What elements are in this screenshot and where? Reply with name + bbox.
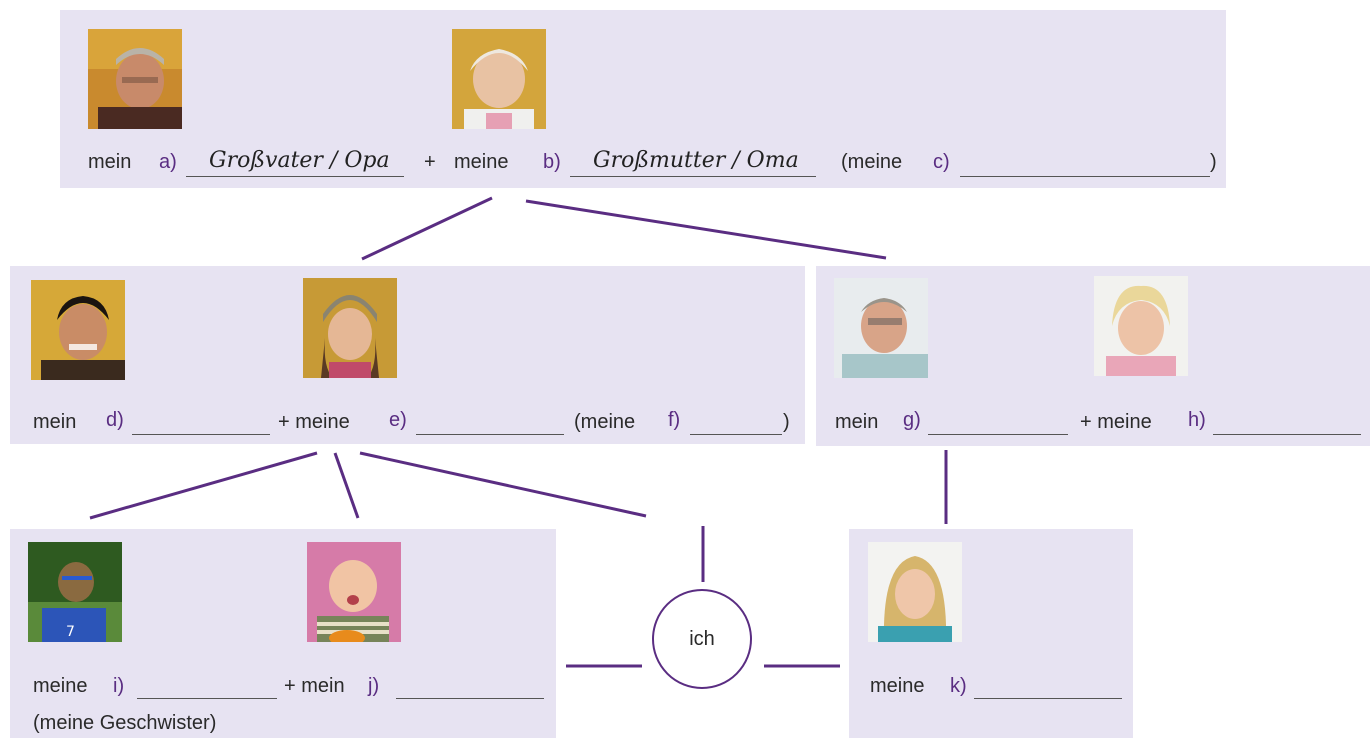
connector-parents-to-sibling-1 — [89, 451, 318, 520]
sister-photo: 7 — [28, 542, 122, 642]
meine-paren-text: (meine — [841, 151, 903, 173]
paren-close: ) — [783, 411, 790, 433]
label-i: i) — [113, 675, 125, 697]
answer-field-h[interactable] — [1213, 408, 1361, 435]
label-j: j) — [368, 675, 380, 697]
meine-text: meine — [870, 675, 925, 697]
meine-text: meine — [454, 151, 509, 173]
mother-photo — [303, 278, 397, 378]
answer-field-f[interactable] — [690, 408, 782, 435]
handwritten-answer-a: Großvater / Opa — [209, 148, 390, 173]
answer-field-k[interactable] — [974, 672, 1122, 699]
grandfather-photo — [88, 29, 182, 129]
ich-circle: ich — [652, 589, 752, 689]
label-g: g) — [903, 409, 921, 431]
mein-text: mein — [835, 411, 879, 433]
answer-field-g[interactable] — [928, 408, 1068, 435]
mein-text: mein — [88, 151, 132, 173]
siblings-note: (meine Geschwister) — [33, 712, 217, 734]
answer-field-c[interactable] — [960, 150, 1210, 177]
answer-field-d[interactable] — [132, 408, 270, 435]
label-e: e) — [389, 409, 407, 431]
father-in-law-photo — [834, 278, 928, 378]
grandparents-panel — [60, 10, 1226, 188]
answer-field-a[interactable] — [186, 150, 404, 177]
plus-meine-text: + meine — [1080, 411, 1152, 433]
partner-photo — [868, 542, 962, 642]
father-photo — [31, 280, 125, 380]
baby-brother-photo — [307, 542, 401, 642]
plus-text: + — [424, 151, 436, 173]
answer-field-j[interactable] — [396, 672, 544, 699]
handwritten-answer-b: Großmutter / Oma — [593, 148, 799, 173]
meine-text: meine — [33, 675, 88, 697]
mein-text: mein — [33, 411, 77, 433]
label-b: b) — [543, 151, 561, 173]
connector-grandparents-to-inlaws — [525, 199, 887, 260]
label-d: d) — [106, 409, 124, 431]
plus-mein-text: + mein — [284, 675, 345, 697]
answer-field-i[interactable] — [137, 672, 277, 699]
answer-field-e[interactable] — [416, 408, 564, 435]
connector-parents-to-sibling-2 — [333, 452, 360, 519]
label-h: h) — [1188, 409, 1206, 431]
grandmother-photo — [452, 29, 546, 129]
label-a: a) — [159, 151, 177, 173]
connector-parents-to-ich — [359, 451, 647, 518]
plus-meine-text: + meine — [278, 411, 350, 433]
answer-field-b[interactable] — [570, 150, 816, 177]
label-f: f) — [668, 409, 681, 431]
paren-close: ) — [1210, 151, 1217, 173]
parents-panel — [10, 266, 805, 444]
mother-in-law-photo — [1094, 276, 1188, 376]
ich-label: ich — [689, 627, 715, 650]
connector-grandparents-to-parents — [361, 196, 493, 261]
meine-paren-text: (meine — [574, 411, 636, 433]
svg-text:7: 7 — [66, 624, 75, 640]
label-c: c) — [933, 151, 950, 173]
label-k: k) — [950, 675, 967, 697]
